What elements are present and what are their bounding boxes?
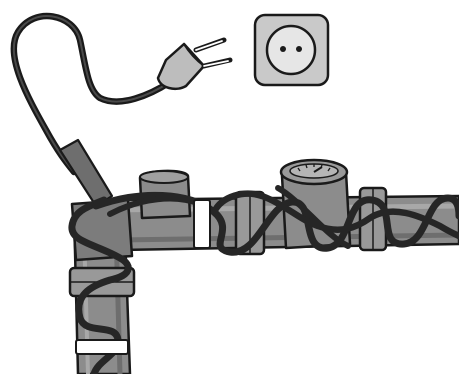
socket-hole-right: [296, 46, 302, 52]
tape-clamp-1: [193, 199, 211, 249]
wall-socket: [253, 13, 330, 87]
cable-sleeve: [58, 138, 114, 208]
meter-needle: [313, 166, 323, 173]
power-plug: [156, 37, 233, 90]
socket-face: [265, 24, 317, 76]
tape-clamp-2: [75, 339, 129, 355]
socket-hole-left: [280, 46, 286, 52]
cable-clamps: [75, 199, 211, 355]
